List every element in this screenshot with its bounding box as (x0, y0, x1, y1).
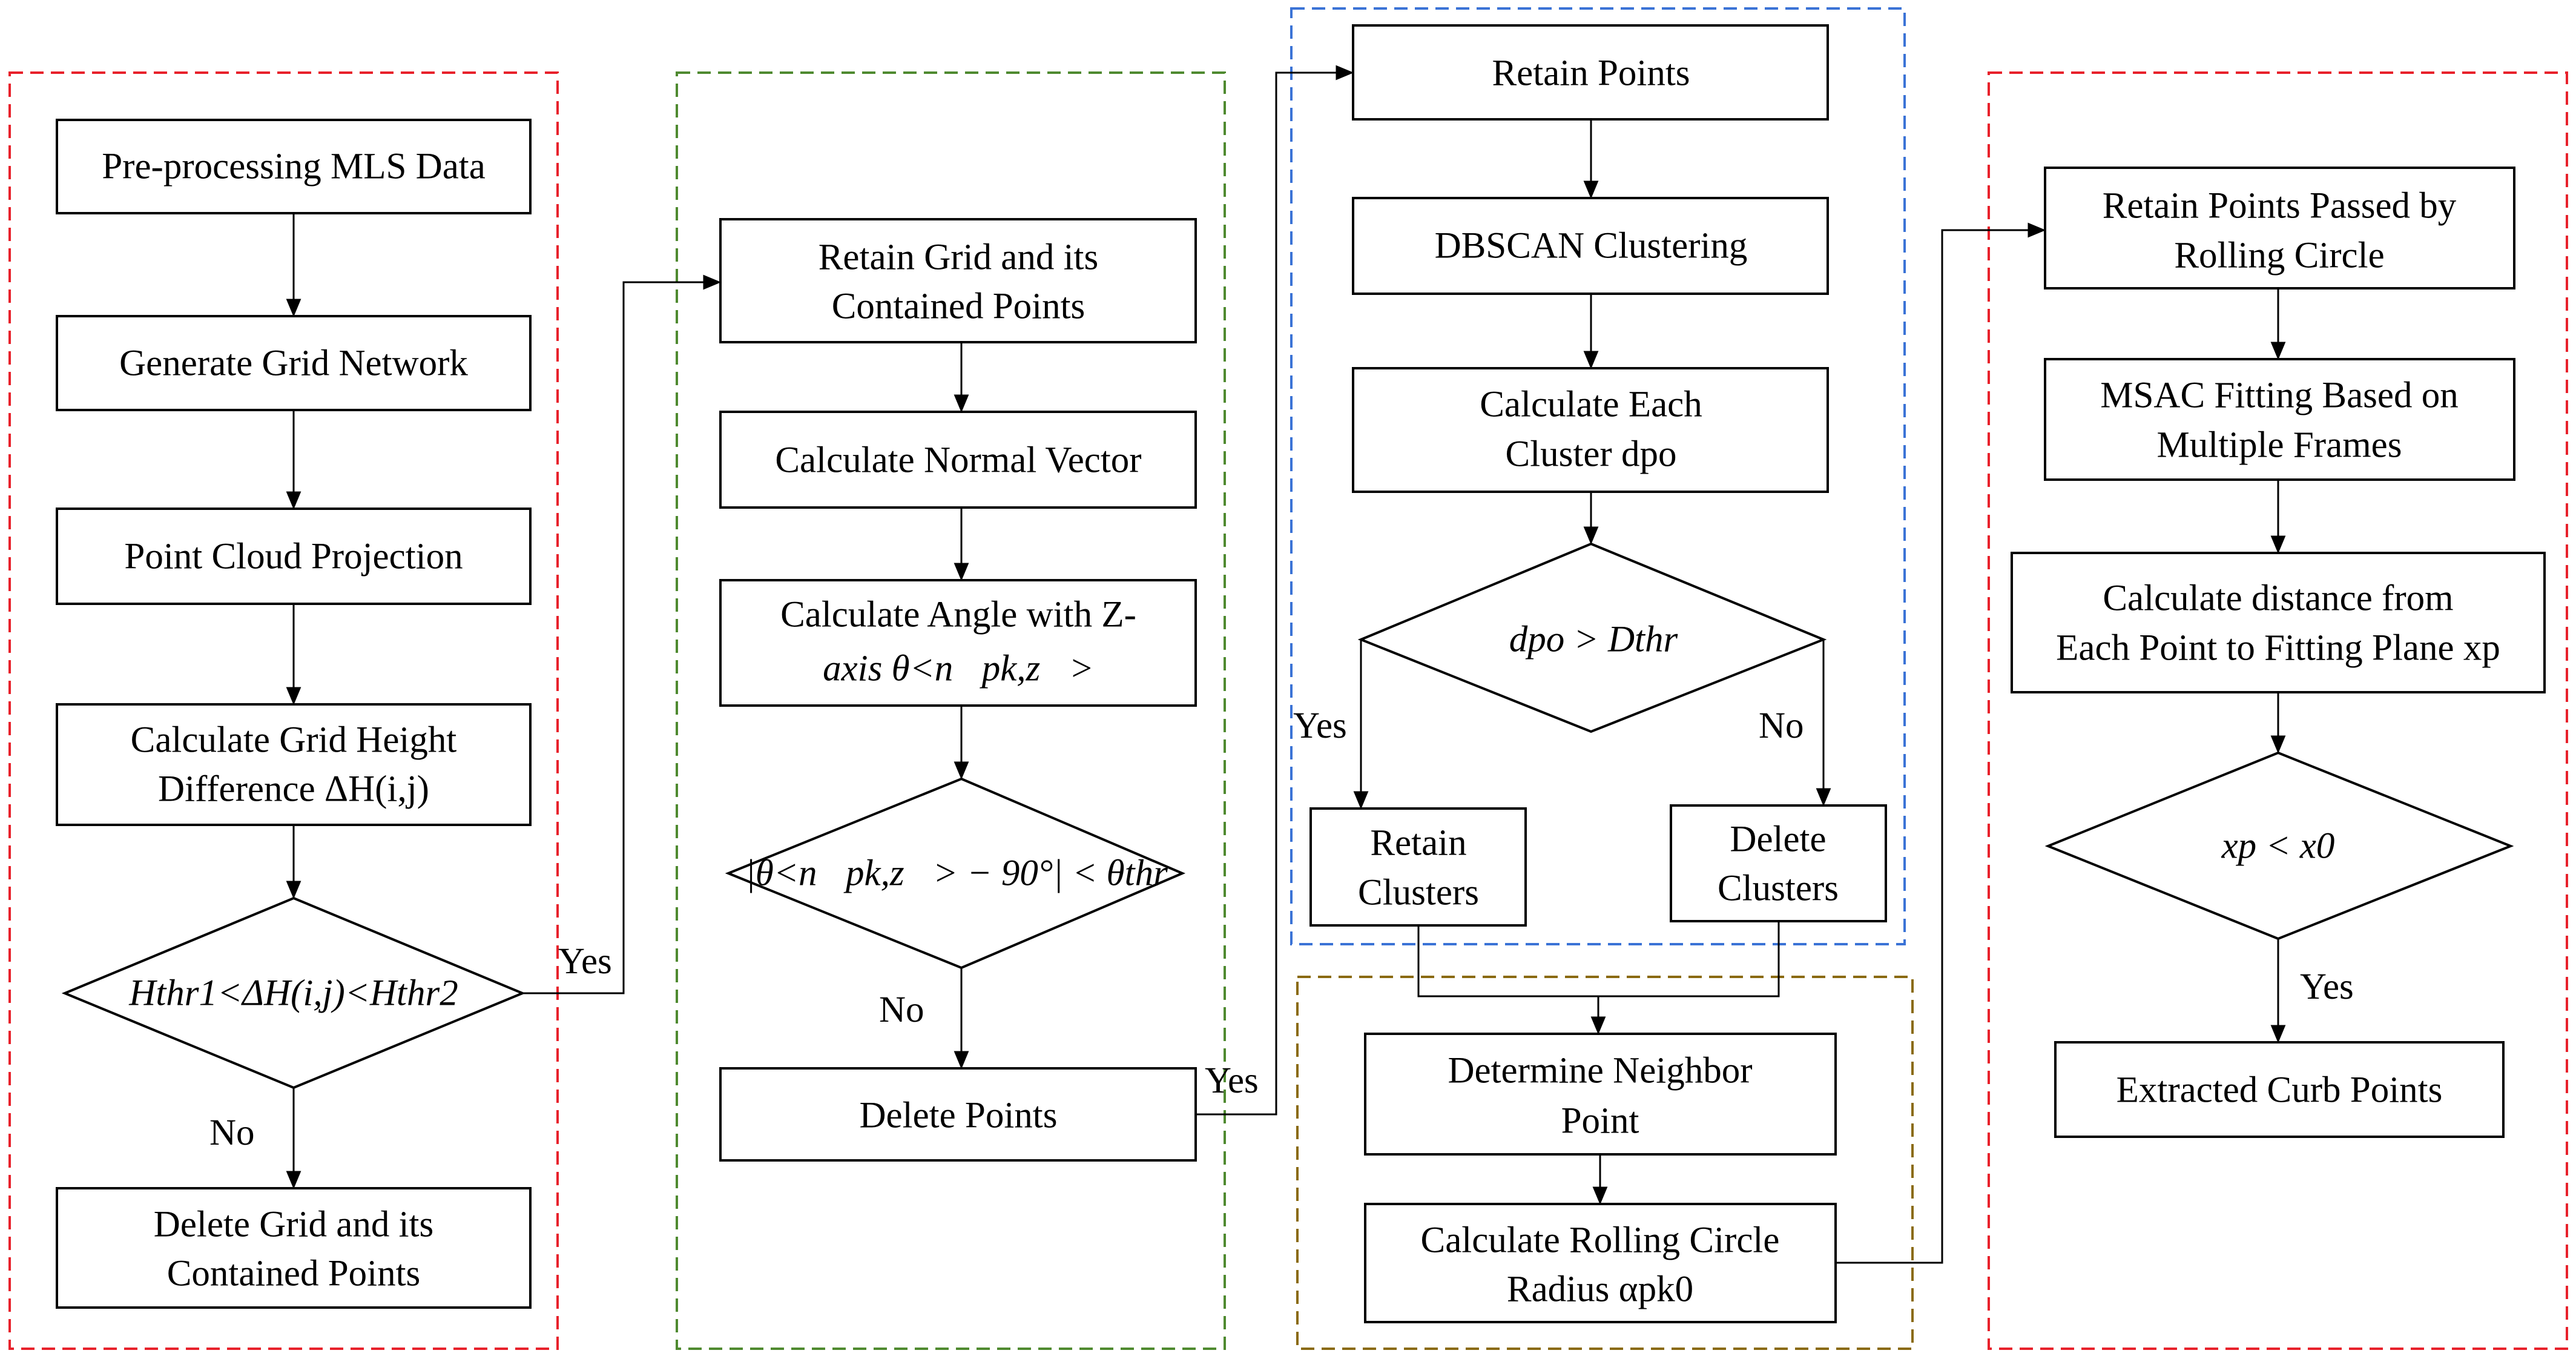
node-curb-points: Extracted Curb Points (2054, 1041, 2505, 1138)
svg-text:xp < x0: xp < x0 (2221, 826, 2335, 867)
svg-text:Cluster dpo: Cluster dpo (1506, 434, 1677, 475)
node-msac: MSAC Fitting Based on Multiple Frames (2044, 358, 2515, 481)
svg-text:Contained Points: Contained Points (167, 1254, 421, 1294)
node-distance: Calculate distance from Each Point to Fi… (2011, 552, 2546, 693)
svg-text:Calculate Each: Calculate Each (1480, 385, 1702, 425)
svg-text:Delete Points: Delete Points (860, 1096, 1058, 1136)
svg-text:Extracted Curb Points: Extracted Curb Points (2116, 1070, 2443, 1111)
svg-text:Calculate Rolling Circle: Calculate Rolling Circle (1421, 1220, 1780, 1261)
edge-radius-to-retainrolling (1836, 222, 2046, 1264)
svg-text:Clusters: Clusters (1718, 868, 1839, 909)
node-dbscan: DBSCAN Clustering (1352, 197, 1829, 295)
node-delete-grid: Delete Grid and its Contained Points (56, 1187, 532, 1309)
svg-text:Retain Points: Retain Points (1492, 53, 1690, 94)
node-retain-grid: Retain Grid and its Contained Points (719, 218, 1197, 343)
svg-text:Retain Grid and its: Retain Grid and its (819, 237, 1099, 278)
svg-text:Calculate Normal Vector: Calculate Normal Vector (775, 440, 1141, 481)
group-frame-normal-filter (676, 71, 1226, 1350)
edge-label-angle-yes: Yes (1205, 1060, 1259, 1101)
svg-text:Calculate Angle with Z-: Calculate Angle with Z- (780, 595, 1136, 635)
svg-text:|θ<n⃗pk,z⃗> − 90°| < θthr: |θ<n⃗pk,z⃗> − 90°| < θthr (745, 853, 1168, 894)
node-rolling-radius: Calculate Rolling Circle Radius αpk0 (1364, 1203, 1837, 1323)
node-retain-clusters: Retain Clusters (1309, 807, 1527, 927)
group-frame-clustering (1290, 7, 1906, 945)
node-delete-clusters: Delete Clusters (1670, 804, 1887, 922)
node-projection: Point Cloud Projection (56, 508, 532, 605)
edge-label-height-no: No (209, 1113, 255, 1153)
svg-text:Retain Points Passed by: Retain Points Passed by (2103, 186, 2457, 227)
svg-text:Radius αpk0: Radius αpk0 (1507, 1269, 1693, 1310)
svg-text:Determine Neighbor: Determine Neighbor (1448, 1051, 1752, 1091)
svg-text:Each Point to Fitting Plane xp: Each Point to Fitting Plane xp (2056, 628, 2500, 669)
svg-text:Difference ΔH(i,j): Difference ΔH(i,j) (158, 769, 429, 810)
node-height-check: Hthr1<ΔH(i,j)<Hthr2 (61, 896, 526, 1090)
svg-text:Retain: Retain (1370, 823, 1466, 864)
edge-deletepoints-to-retainpoints (1196, 65, 1354, 1116)
svg-text:Contained Points: Contained Points (832, 286, 1085, 327)
node-dpo-check: dpo > Dthr (1357, 542, 1827, 733)
node-neighbor: Determine Neighbor Point (1364, 1033, 1837, 1156)
node-delete-points: Delete Points (719, 1067, 1197, 1162)
svg-text:dpo > Dthr: dpo > Dthr (1509, 620, 1678, 660)
svg-text:axis θ<n⃗pk,z⃗>: axis θ<n⃗pk,z⃗> (823, 649, 1094, 689)
svg-text:Delete: Delete (1730, 819, 1826, 860)
svg-text:Hthr1<ΔH(i,j)<Hthr2: Hthr1<ΔH(i,j)<Hthr2 (128, 973, 458, 1014)
svg-text:DBSCAN Clustering: DBSCAN Clustering (1435, 226, 1748, 266)
svg-text:Calculate distance from: Calculate distance from (2103, 578, 2453, 619)
node-grid-network: Generate Grid Network (56, 315, 532, 411)
edge-labels: No Yes No Yes Yes No Yes (209, 706, 2354, 1153)
edge-label-xp-yes: Yes (2300, 967, 2354, 1007)
edge-label-dpo-yes: Yes (1293, 706, 1347, 746)
edges (286, 65, 2286, 1264)
edge-retainclusters-to-neighbor (1417, 921, 1780, 997)
node-preprocess: Pre-processing MLS Data (56, 119, 532, 214)
svg-text:Generate Grid Network: Generate Grid Network (119, 343, 468, 384)
svg-text:Rolling Circle: Rolling Circle (2174, 236, 2384, 276)
node-angle-z: Calculate Angle with Z- axis θ<n⃗pk,z⃗> (719, 579, 1197, 707)
svg-text:Clusters: Clusters (1358, 873, 1479, 913)
svg-text:Calculate Grid Height: Calculate Grid Height (131, 720, 457, 761)
node-cluster-dpo: Calculate Each Cluster dpo (1352, 367, 1829, 493)
edge-heightcheck-to-retain (522, 274, 722, 994)
node-xp-check: xp < x0 (2044, 751, 2514, 941)
node-retain-points: Retain Points (1352, 24, 1829, 121)
node-retain-rolling: Retain Points Passed by Rolling Circle (2044, 167, 2515, 289)
node-angle-check: |θ<n⃗pk,z⃗> − 90°| < θthr (725, 777, 1186, 970)
svg-text:Multiple Frames: Multiple Frames (2157, 425, 2402, 466)
node-normal-vector: Calculate Normal Vector (719, 411, 1197, 509)
svg-text:Delete Grid and its: Delete Grid and its (154, 1205, 433, 1245)
svg-text:Pre-processing MLS Data: Pre-processing MLS Data (102, 147, 486, 187)
svg-text:Point: Point (1561, 1101, 1639, 1142)
group-frame-grid-filter (8, 71, 559, 1350)
node-height-diff: Calculate Grid Height Difference ΔH(i,j) (56, 703, 532, 826)
svg-text:Point Cloud Projection: Point Cloud Projection (124, 537, 463, 577)
edge-label-height-yes: Yes (558, 941, 612, 982)
group-frame-plane-fitting (1988, 71, 2568, 1350)
svg-text:MSAC Fitting Based on: MSAC Fitting Based on (2100, 375, 2458, 416)
edge-label-angle-no: No (879, 990, 924, 1030)
edge-label-dpo-no: No (1759, 706, 1804, 746)
